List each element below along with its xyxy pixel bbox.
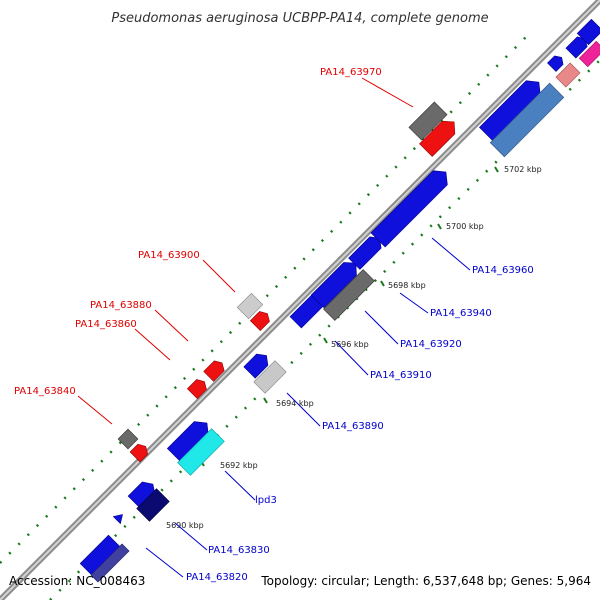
kbp-label-5694: 5694 kbp xyxy=(276,399,314,408)
kbp-label-5702: 5702 kbp xyxy=(504,165,542,174)
gene-PA14_63900[interactable] xyxy=(236,292,264,320)
kbp-label-5696: 5696 kbp xyxy=(331,340,369,349)
label-PA14_63860[interactable]: PA14_63860 xyxy=(75,319,137,330)
gene-lpd3-blue[interactable] xyxy=(166,416,214,464)
outer-tick-track xyxy=(0,29,534,564)
gene-PA14_63850[interactable] xyxy=(129,441,151,463)
gene-lpd3[interactable] xyxy=(177,428,225,476)
label-PA14_63900[interactable]: PA14_63900 xyxy=(138,250,200,261)
label-PA14_63840[interactable]: PA14_63840 xyxy=(14,386,76,397)
gene-PA14_63900-b[interactable] xyxy=(249,309,272,332)
gene-PA14_63820-b[interactable] xyxy=(90,543,130,583)
gene-PA14_63890[interactable] xyxy=(243,350,272,379)
gene-PA14_63960[interactable] xyxy=(370,165,453,248)
gene-PA14_63970[interactable] xyxy=(419,115,460,157)
kbp-label-5698: 5698 kbp xyxy=(388,281,426,290)
gene-PA14_63890-b[interactable] xyxy=(253,360,287,394)
gene-PA14_63990[interactable] xyxy=(547,53,566,72)
gene-PA14_63940[interactable] xyxy=(323,269,375,321)
map-title: Pseudomonas aeruginosa UCBPP-PA14, compl… xyxy=(111,11,488,26)
gene-PA14_63980-b[interactable] xyxy=(489,82,565,158)
gene-PA14_63830-b[interactable] xyxy=(136,488,170,522)
gene-PA14_63860[interactable] xyxy=(186,377,209,400)
kbp-label-5700: 5700 kbp xyxy=(446,222,484,231)
leader-lines xyxy=(77,77,471,578)
kbp-label-5690: 5690 kbp xyxy=(166,521,204,530)
label-PA14_63830[interactable]: PA14_63830 xyxy=(208,545,270,556)
label-PA14_63970[interactable]: PA14_63970 xyxy=(320,67,382,78)
gene-PA14_64010-b[interactable] xyxy=(578,40,600,68)
tick-5700 xyxy=(437,223,442,230)
label-PA14_63820[interactable]: PA14_63820 xyxy=(186,572,248,583)
gene-PA14_63880[interactable] xyxy=(203,358,227,382)
gene-PA14_63980[interactable] xyxy=(479,75,545,142)
gene-PA14_63990-b[interactable] xyxy=(555,62,581,88)
genome-stats-text: Topology: circular; Length: 6,537,648 bp… xyxy=(261,574,591,588)
gene-PA14_64010[interactable] xyxy=(576,18,600,46)
label-PA14_63960[interactable]: PA14_63960 xyxy=(472,265,534,276)
label-PA14_63920[interactable]: PA14_63920 xyxy=(400,339,462,350)
kbp-label-5692: 5692 kbp xyxy=(220,461,258,470)
tick-5696 xyxy=(323,337,328,344)
gene-PA14_64000[interactable] xyxy=(565,34,590,59)
tick-5698 xyxy=(380,280,385,287)
accession-text: Accession: NC_008463 xyxy=(9,574,146,588)
label-PA14_63880[interactable]: PA14_63880 xyxy=(90,300,152,311)
label-PA14_63910[interactable]: PA14_63910 xyxy=(370,370,432,381)
tick-5702 xyxy=(494,166,499,173)
gene-PA14_63920[interactable] xyxy=(310,257,362,309)
label-PA14_63940[interactable]: PA14_63940 xyxy=(430,308,492,319)
gene-PA14_63950[interactable] xyxy=(348,233,386,270)
gene-PA14_63840[interactable] xyxy=(117,428,139,450)
label-lpd3[interactable]: lpd3 xyxy=(255,495,277,506)
gene-PA14_63970-grey[interactable] xyxy=(408,101,448,141)
tick-5694 xyxy=(263,397,268,404)
gene-small-arrow[interactable] xyxy=(112,511,126,525)
label-PA14_63890[interactable]: PA14_63890 xyxy=(322,421,384,432)
